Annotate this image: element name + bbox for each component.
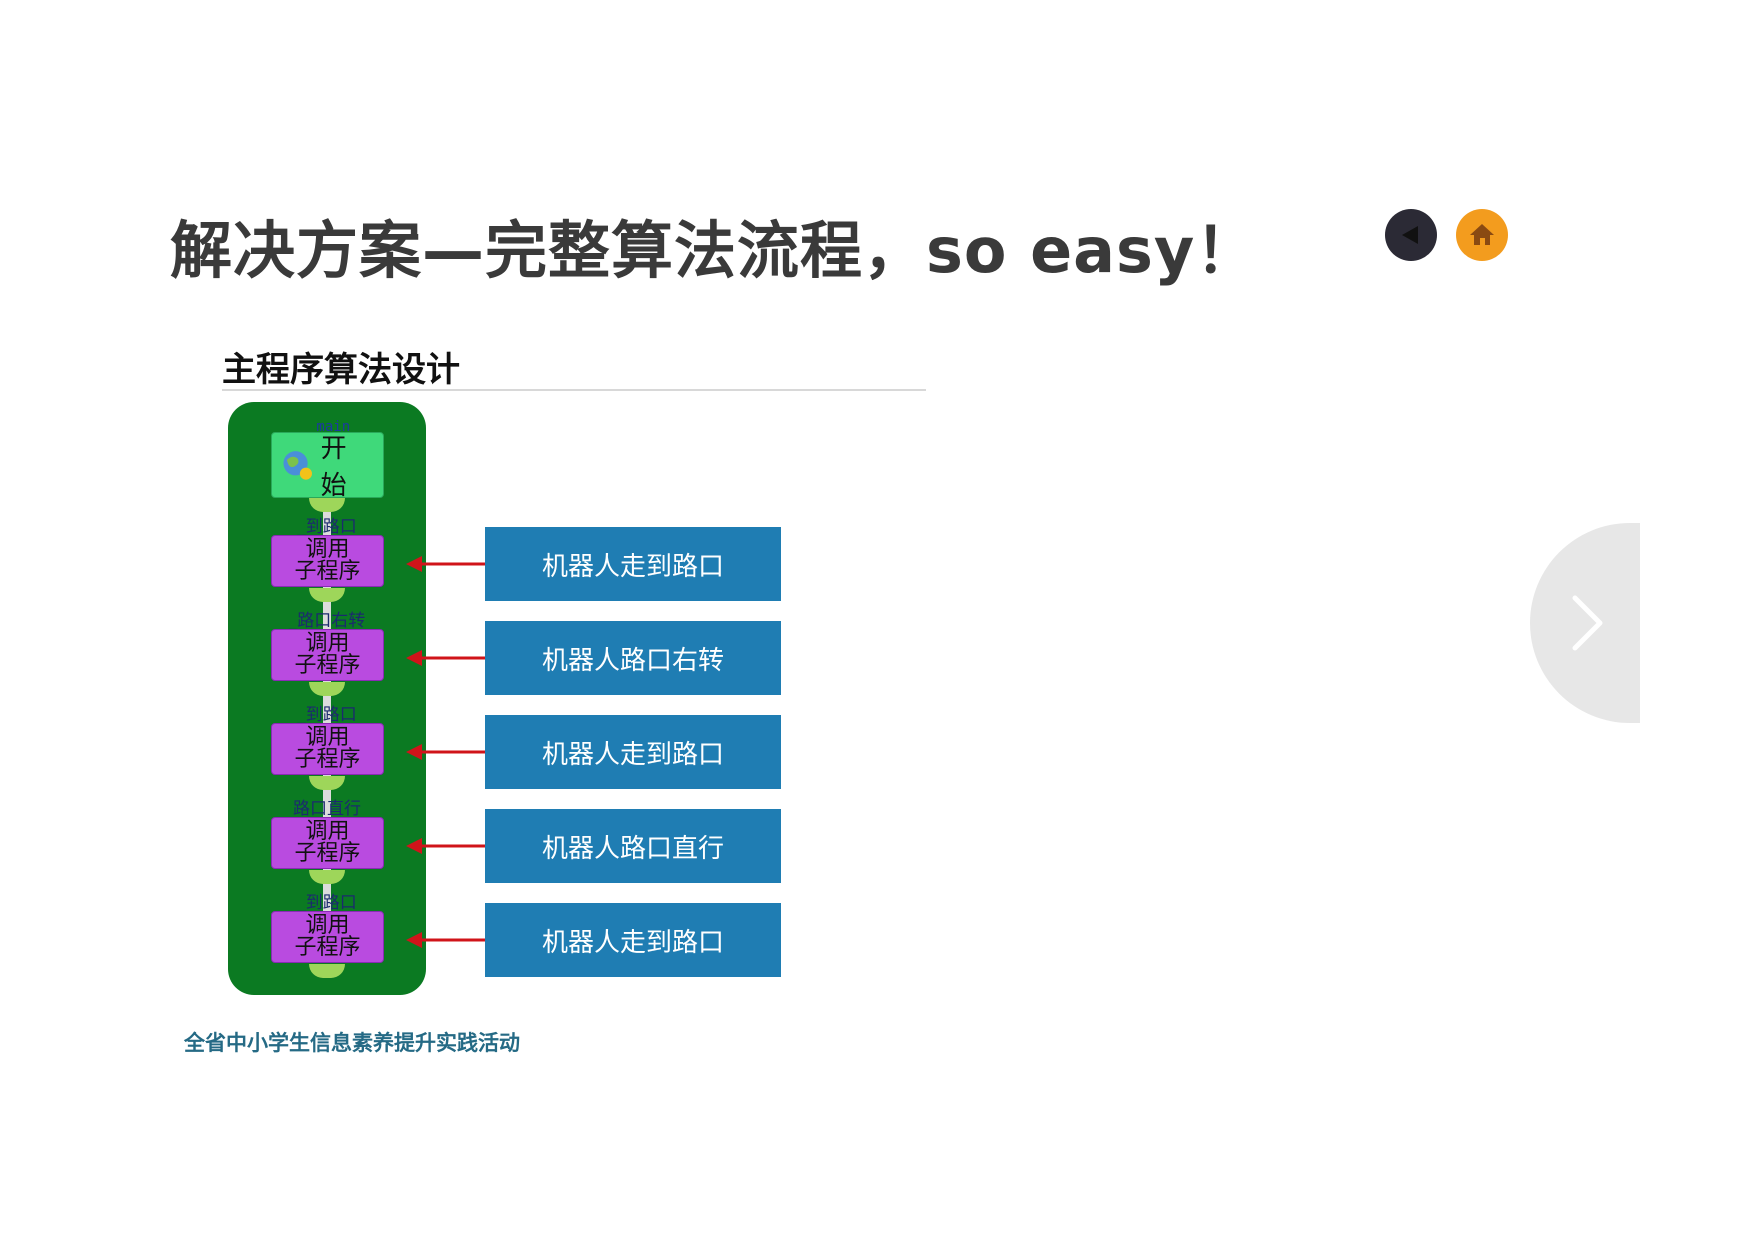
block-line1: 调用 bbox=[305, 631, 350, 656]
start-block[interactable]: 开 始 bbox=[271, 432, 384, 501]
block-line2: 子程序 bbox=[294, 747, 361, 772]
globe-icon bbox=[283, 451, 312, 480]
subroutine-label: _路口右转 bbox=[288, 611, 366, 631]
subtitle-divider bbox=[222, 389, 926, 391]
arrow-left-icon bbox=[406, 838, 486, 854]
arrow-left-icon bbox=[406, 650, 486, 666]
step-description-box: 机器人走到路口 bbox=[485, 715, 781, 789]
subroutine-call-block[interactable]: 调用 子程序 bbox=[271, 535, 384, 587]
arrow-left-icon bbox=[406, 556, 486, 572]
subroutine-call-block[interactable]: 调用 子程序 bbox=[271, 723, 384, 775]
subroutine-label: _到路口 bbox=[297, 517, 357, 537]
flow-notch bbox=[309, 964, 345, 978]
subroutine-label: _到路口 bbox=[297, 893, 357, 913]
subroutine-call-block[interactable]: 调用 子程序 bbox=[271, 817, 384, 869]
home-button[interactable] bbox=[1456, 209, 1508, 261]
subroutine-call-block[interactable]: 调用 子程序 bbox=[271, 629, 384, 681]
section-subtitle: 主程序算法设计 bbox=[222, 350, 460, 390]
block-line1: 调用 bbox=[305, 819, 350, 844]
flow-notch bbox=[309, 588, 345, 602]
subroutine-label: 路口直行 bbox=[293, 799, 361, 819]
main-label: _main bbox=[308, 419, 351, 435]
page-title: 解决方案—完整算法流程，so easy！ bbox=[170, 214, 1259, 287]
subroutine-call-block[interactable]: 调用 子程序 bbox=[271, 911, 384, 963]
block-line2: 子程序 bbox=[294, 935, 361, 960]
flow-notch bbox=[309, 682, 345, 696]
flow-notch bbox=[309, 870, 345, 884]
block-line1: 调用 bbox=[305, 725, 350, 750]
step-description-box: 机器人走到路口 bbox=[485, 903, 781, 977]
back-arrow-icon bbox=[1402, 226, 1418, 244]
arrow-left-icon bbox=[406, 932, 486, 948]
subroutine-label: _到路口 bbox=[297, 705, 357, 725]
step-description-box: 机器人路口直行 bbox=[485, 809, 781, 883]
next-slide-button[interactable] bbox=[1530, 523, 1640, 723]
step-description-box: 机器人走到路口 bbox=[485, 527, 781, 601]
block-line1: 调用 bbox=[305, 537, 350, 562]
flow-notch bbox=[309, 498, 345, 512]
block-line2: 子程序 bbox=[294, 559, 361, 584]
flow-notch bbox=[309, 776, 345, 790]
block-line2: 子程序 bbox=[294, 653, 361, 678]
block-line1: 调用 bbox=[305, 913, 350, 938]
footer-text: 全省中小学生信息素养提升实践活动 bbox=[184, 1031, 520, 1055]
step-description-box: 机器人路口右转 bbox=[485, 621, 781, 695]
back-button[interactable] bbox=[1385, 209, 1437, 261]
block-line2: 子程序 bbox=[294, 841, 361, 866]
home-icon bbox=[1470, 224, 1494, 245]
start-label: 开 始 bbox=[320, 434, 351, 501]
arrow-left-icon bbox=[406, 744, 486, 760]
chevron-right-icon bbox=[1572, 595, 1603, 651]
